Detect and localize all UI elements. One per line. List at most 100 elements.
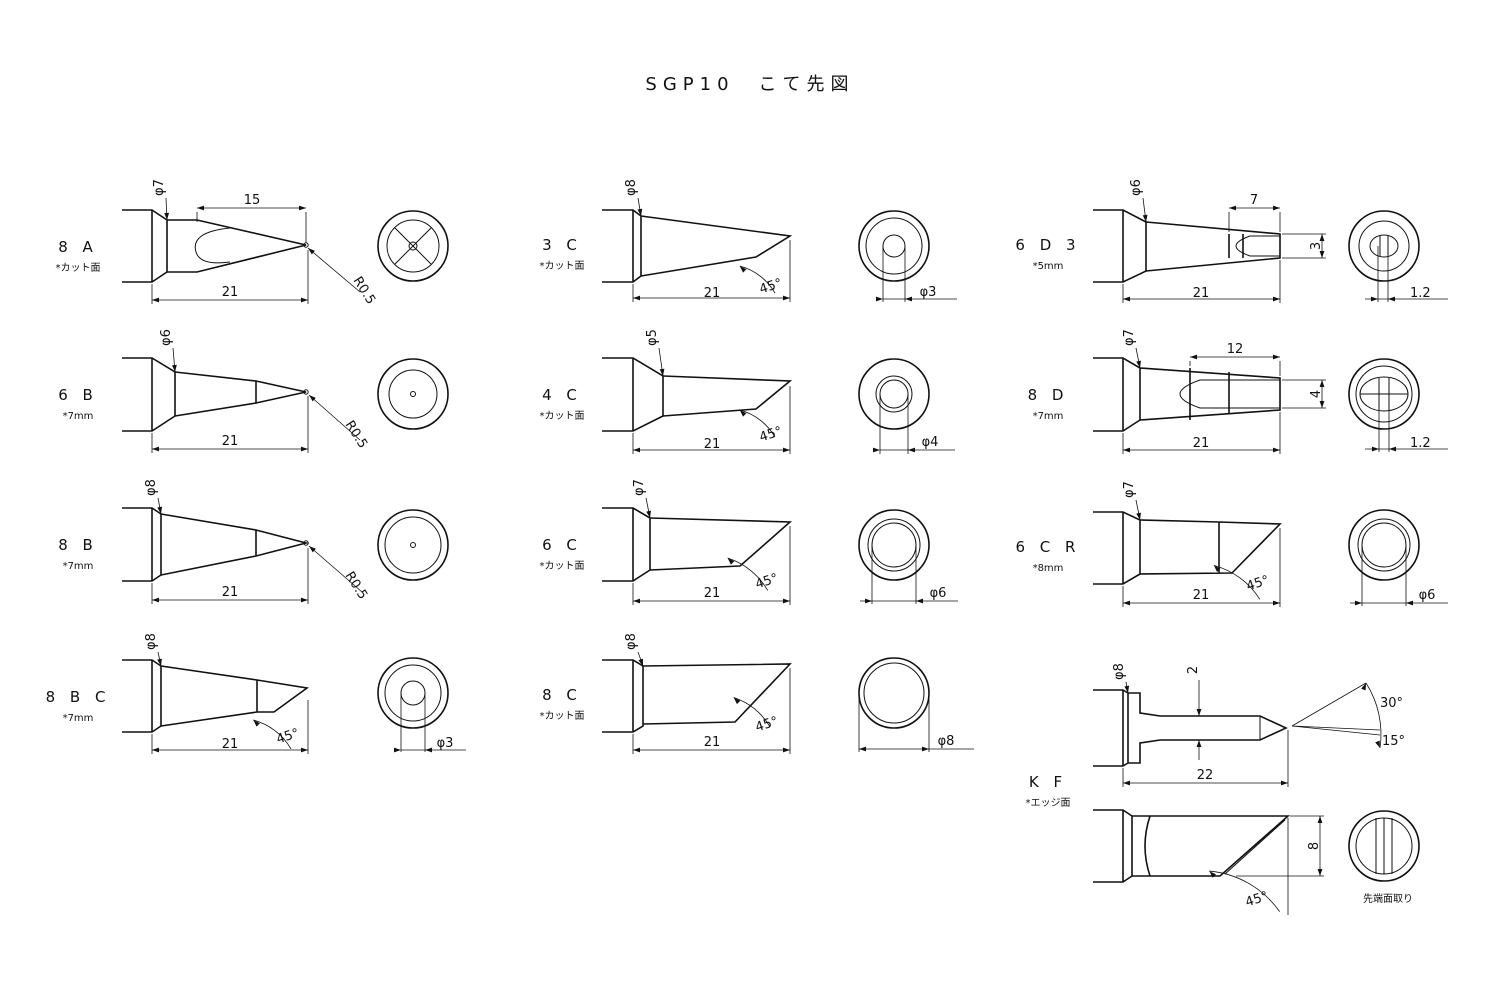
end-view-center: [410, 542, 416, 548]
angle-label: 15°: [1382, 734, 1405, 749]
extension-line: [871, 545, 917, 604]
extension-line: [1122, 528, 1281, 607]
length-label: 21: [222, 585, 239, 600]
dimension-arrowhead: [394, 747, 401, 753]
diameter-label: φ6: [1129, 179, 1144, 196]
end-view-ring: [1348, 509, 1420, 581]
end-view-ring: [858, 358, 930, 430]
extension-line: [1189, 361, 1281, 376]
diameter-label: φ8: [624, 179, 639, 196]
angle-label: 45°: [754, 571, 781, 592]
dimension-arrowhead: [633, 447, 640, 453]
tip-radius: [303, 389, 309, 395]
dimension-label: 15: [244, 193, 261, 208]
dimension-arrowhead: [1388, 296, 1395, 302]
end-view-ring: [384, 516, 442, 574]
angle-label: 45°: [1245, 573, 1272, 594]
outline: [602, 209, 642, 283]
dimension-arrowhead: [739, 266, 747, 273]
dimension-arrowhead: [865, 598, 872, 604]
dimension-arrowhead: [859, 746, 866, 752]
dimension-arrowhead: [633, 747, 640, 753]
angle-arc: [253, 719, 292, 750]
tip-note: *エッジ面: [1026, 798, 1071, 809]
dimension-arrowhead: [1123, 600, 1130, 606]
tip-name: 8 B C: [46, 688, 111, 706]
length-label: 21: [1193, 436, 1210, 451]
end-view-ring: [377, 358, 449, 430]
end-view-ring: [875, 375, 913, 413]
angle-arc: [739, 265, 776, 294]
tip-note: *カット面: [56, 262, 101, 274]
diameter-label: φ7: [1122, 481, 1137, 498]
tip-name: 4 C: [542, 386, 582, 404]
outline: [1139, 519, 1282, 575]
dimension-arrowhead: [309, 395, 316, 402]
bore-label: φ6: [1419, 588, 1436, 603]
dimension-arrowhead: [783, 295, 790, 301]
thickness-label: 3: [1309, 242, 1324, 250]
dimension-arrowhead: [1123, 296, 1130, 302]
outline: [1093, 689, 1288, 767]
dimension-arrowhead: [253, 720, 260, 727]
dimension-arrowhead: [1136, 512, 1141, 520]
angle-label: 45°: [758, 276, 785, 297]
dimension-arrowhead: [1273, 447, 1280, 453]
tip-note: *7mm: [63, 713, 94, 724]
extension-line: [1378, 394, 1390, 452]
length-label: 21: [1193, 286, 1210, 301]
dimension-label: 12: [1227, 342, 1244, 357]
end-view-cross: [394, 227, 432, 265]
tip-name: 6 D 3: [1015, 236, 1080, 254]
angle-arc: [727, 557, 769, 591]
length-label: 21: [222, 285, 239, 300]
outline: [122, 357, 176, 432]
radius-label: R0.5: [350, 274, 378, 307]
extension-line: [879, 394, 909, 454]
extension-line: [1361, 545, 1407, 606]
dimension-arrowhead: [308, 248, 315, 255]
dimension-arrowhead: [633, 598, 640, 604]
end-view-ring: [377, 509, 449, 581]
diameter-label: φ8: [144, 633, 159, 650]
dimension-arrowhead: [783, 447, 790, 453]
angle-arc: [1365, 682, 1382, 749]
extension-line: [151, 396, 309, 453]
leader-line: [308, 394, 361, 441]
dimension-arrowhead: [172, 364, 177, 372]
dimension-arrowhead: [1319, 380, 1325, 387]
outline: [1093, 511, 1141, 585]
dimension-arrowhead: [633, 295, 640, 301]
angle-ray: [1291, 682, 1381, 736]
dimension-arrowhead: [1406, 600, 1413, 606]
extension-line: [1122, 260, 1281, 303]
dimension-arrowhead: [1123, 447, 1130, 453]
tip-note: *カット面: [540, 260, 585, 272]
dimension-arrowhead: [727, 558, 735, 565]
dimension-arrowhead: [916, 598, 923, 604]
angle-arc: [733, 697, 771, 728]
dimension-arrowhead: [873, 447, 880, 453]
outline: [649, 517, 793, 571]
bore-label: φ8: [938, 734, 955, 749]
diameter-label: φ8: [1112, 663, 1127, 680]
tip-note: *7mm: [63, 561, 94, 572]
width-label: 1.2: [1410, 286, 1431, 301]
tip-name: K F: [1029, 773, 1067, 791]
outline: [1139, 367, 1281, 421]
dimension-arrowhead: [1375, 740, 1380, 748]
dimension-arrowhead: [922, 746, 929, 752]
dimension-arrowhead: [733, 697, 741, 705]
outline: [1132, 815, 1291, 877]
dimension-arrowhead: [197, 205, 204, 211]
end-view-ring: [386, 219, 440, 273]
tip-name: 6 C: [542, 536, 582, 554]
bore-label: φ3: [437, 736, 454, 751]
end-view-ring: [1358, 220, 1410, 272]
